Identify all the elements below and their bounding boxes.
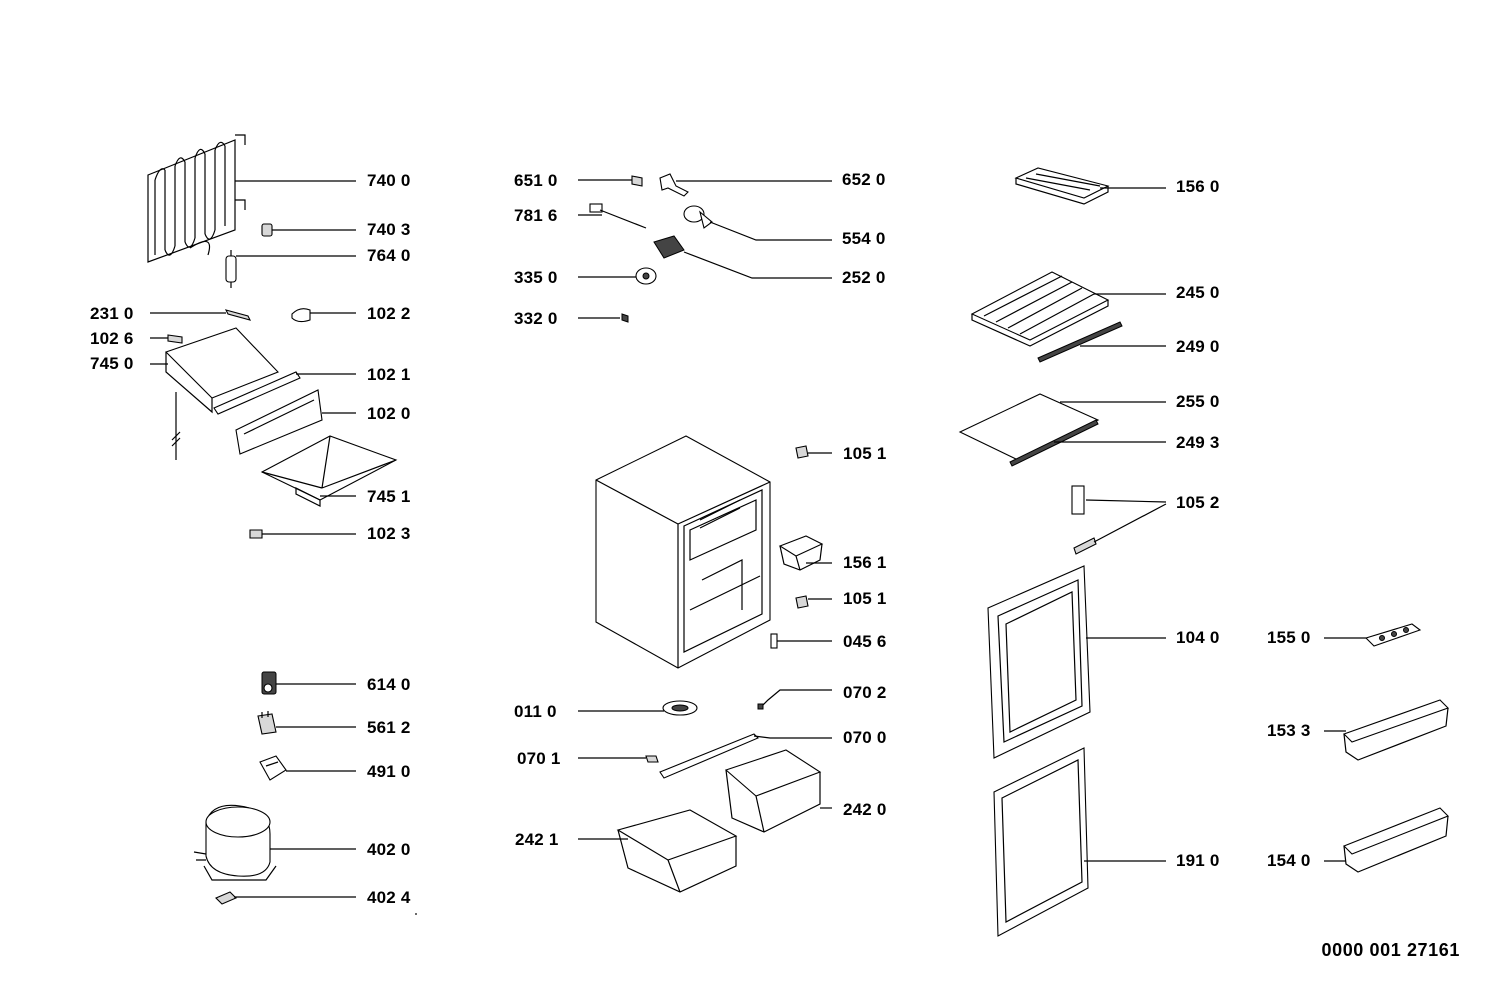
part-label-102-2: 102 2	[367, 304, 411, 323]
part-label-102-1: 102 1	[367, 365, 411, 384]
box-156-1-part	[778, 535, 832, 571]
part-102-3	[249, 529, 356, 539]
part-label-561-2: 561 2	[367, 718, 411, 737]
crisper-242-1-part	[578, 809, 738, 893]
part-651-0	[578, 175, 643, 187]
part-label-332-0: 332 0	[514, 309, 558, 328]
gasket-191-part	[993, 747, 1166, 937]
knob-335-part	[578, 267, 657, 285]
hinge-105-1-bottom-part	[795, 595, 832, 609]
part-label-554-0: 554 0	[842, 229, 886, 248]
part-label-242-0: 242 0	[843, 800, 887, 819]
compressor-402-part	[193, 804, 356, 881]
fan-011-part	[578, 700, 698, 716]
screw-332-part	[578, 313, 629, 323]
terminal-cover-491-part	[259, 755, 356, 781]
shelf-trim-249-0-part	[1037, 321, 1166, 363]
part-label-652-0: 652 0	[842, 170, 886, 189]
part-label-156-0: 156 0	[1176, 177, 1220, 196]
clip-102-2-part	[291, 308, 356, 323]
part-label-070-0: 070 0	[843, 728, 887, 747]
part-652-0	[659, 173, 832, 197]
cover-102-0-part	[235, 389, 356, 455]
part-label-255-0: 255 0	[1176, 392, 1220, 411]
part-label-491-0: 491 0	[367, 762, 411, 781]
door-bin-154-part	[1324, 807, 1449, 873]
clip-070-1-part	[578, 755, 659, 763]
part-label-740-0: 740 0	[367, 171, 411, 190]
part-102-6	[150, 334, 183, 344]
part-label-745-0: 745 0	[90, 354, 134, 373]
drier-filter-part	[225, 250, 356, 288]
shelf-trim-249-3-part	[1009, 419, 1166, 467]
hinge-105-2-part	[1071, 485, 1167, 555]
part-label-781-6: 781 6	[514, 206, 558, 225]
hinge-105-1-top-part	[795, 445, 832, 459]
thermostat-knob-554-part	[683, 205, 832, 241]
part-label-335-0: 335 0	[514, 268, 558, 287]
part-label-252-0: 252 0	[842, 268, 886, 287]
grommet-402-4-part	[215, 891, 356, 905]
diagram-reference-number: 0000 001 27161	[1321, 940, 1460, 960]
part-label-249-3: 249 3	[1176, 433, 1220, 452]
bracket-231-part	[150, 309, 252, 321]
drier-plug-part	[261, 223, 356, 237]
door-104-part	[987, 565, 1166, 759]
wire-shelf-245-part	[970, 271, 1166, 347]
condenser-coil-part	[147, 134, 356, 263]
part-label-070-1: 070 1	[517, 749, 561, 768]
relay-614-part	[261, 671, 356, 695]
part-label-102-6: 102 6	[90, 329, 134, 348]
evaporator-tray-745-1-part	[260, 435, 398, 507]
screw-070-2-part	[757, 689, 832, 710]
glass-shelf-255-part	[958, 393, 1166, 461]
part-label-153-3: 153 3	[1267, 721, 1311, 740]
egg-tray-155-part	[1324, 623, 1422, 647]
part-label-154-0: 154 0	[1267, 851, 1311, 870]
part-label-242-1: 242 1	[515, 830, 559, 849]
pin-045-part	[770, 633, 832, 649]
part-label-102-3: 102 3	[367, 524, 411, 543]
part-label-070-2: 070 2	[843, 683, 887, 702]
part-label-402-4: 402 4	[367, 888, 411, 907]
drip-tray-745-part	[150, 327, 279, 460]
bar-070-0-part	[659, 733, 832, 779]
overload-561-part	[257, 711, 356, 735]
part-label-191-0: 191 0	[1176, 851, 1220, 870]
part-label-231-0: 231 0	[90, 304, 134, 323]
part-label-105-1-top: 105 1	[843, 444, 887, 463]
part-label-651-0: 651 0	[514, 171, 558, 190]
capillary-781-part	[578, 203, 647, 229]
part-label-764-0: 764 0	[367, 246, 411, 265]
part-label-104-0: 104 0	[1176, 628, 1220, 647]
rail-102-1-part	[213, 371, 356, 415]
part-label-102-0: 102 0	[367, 404, 411, 423]
part-label-105-2: 105 2	[1176, 493, 1220, 512]
part-label-045-6: 045 6	[843, 632, 887, 651]
part-label-105-1-bottom: 105 1	[843, 589, 887, 608]
part-label-245-0: 245 0	[1176, 283, 1220, 302]
ice-tray-156-0-part	[1014, 167, 1166, 205]
part-label-745-1: 745 1	[367, 487, 411, 506]
part-label-155-0: 155 0	[1267, 628, 1311, 647]
part-label-402-0: 402 0	[367, 840, 411, 859]
part-label-740-3: 740 3	[367, 220, 411, 239]
door-bin-153-part	[1324, 699, 1450, 761]
part-label-011-0: 011 0	[514, 702, 557, 721]
cabinet-part	[595, 435, 771, 669]
part-label-249-0: 249 0	[1176, 337, 1220, 356]
part-label-614-0: 614 0	[367, 675, 411, 694]
crisper-242-0-part	[724, 749, 832, 833]
thermostat-252-part	[653, 235, 832, 279]
part-label-156-1: 156 1	[843, 553, 887, 572]
